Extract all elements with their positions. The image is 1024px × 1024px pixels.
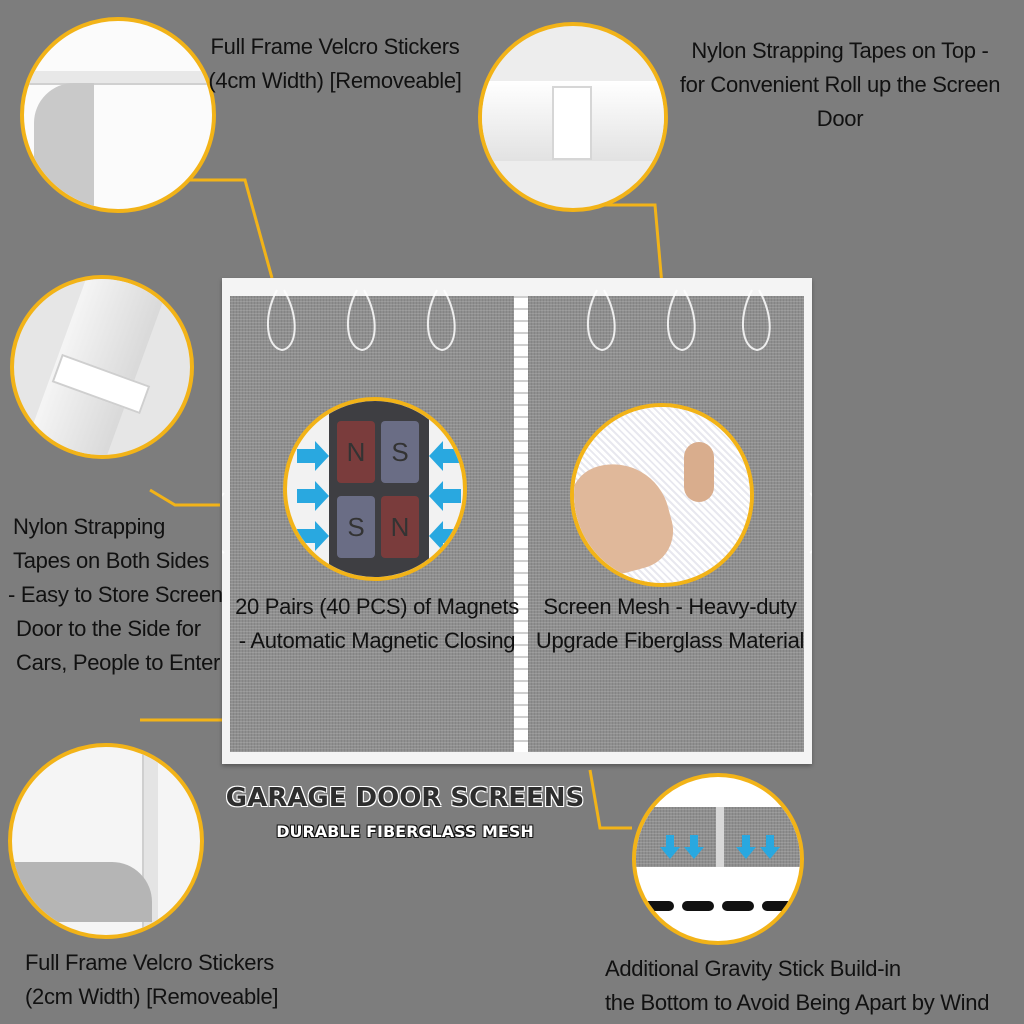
buckle-image bbox=[552, 86, 592, 160]
magnets-caption: 20 Pairs (40 PCS) of Magnets- Automatic … bbox=[235, 594, 519, 653]
product-subtitle: DURABLE FIBERGLASS MESH bbox=[276, 822, 534, 841]
velcro-top-caption: Full Frame Velcro Stickers(4cm Width) [R… bbox=[208, 34, 462, 93]
velcro-peel-image bbox=[12, 862, 152, 922]
screen-panel-left bbox=[230, 296, 514, 752]
velcro-fold-image bbox=[34, 83, 94, 209]
nylon-sides-caption: Nylon Strapping Tapes on Both Sides - Ea… bbox=[8, 514, 223, 675]
nylon-top-callout bbox=[478, 22, 668, 212]
mesh-callout bbox=[570, 403, 754, 587]
top-strapping-loops bbox=[222, 289, 812, 554]
thumb-image bbox=[684, 442, 714, 502]
nylon-sides-callout bbox=[10, 275, 194, 459]
magnets-callout: N S S N bbox=[283, 397, 467, 581]
magnet-south-right: S bbox=[381, 421, 419, 483]
magnet-north-right: N bbox=[381, 496, 419, 558]
gravity-callout bbox=[632, 773, 804, 945]
magnet-south-left: S bbox=[337, 496, 375, 558]
magnet-north-left: N bbox=[337, 421, 375, 483]
product-title: GARAGE DOOR SCREENS bbox=[225, 783, 585, 813]
velcro-top-callout bbox=[20, 17, 216, 213]
nylon-top-caption: Nylon Strapping Tapes on Top -for Conven… bbox=[679, 38, 1001, 131]
magnet-attraction-arrows bbox=[297, 441, 461, 551]
velcro-strip-image bbox=[24, 71, 212, 85]
velcro-bottom-callout bbox=[8, 743, 204, 939]
magnet-seam bbox=[514, 296, 528, 752]
gravity-arrows bbox=[642, 835, 794, 911]
gravity-seam-image bbox=[716, 807, 724, 867]
velcro-bottom-caption: Full Frame Velcro Stickers(2cm Width) [R… bbox=[25, 950, 279, 1009]
